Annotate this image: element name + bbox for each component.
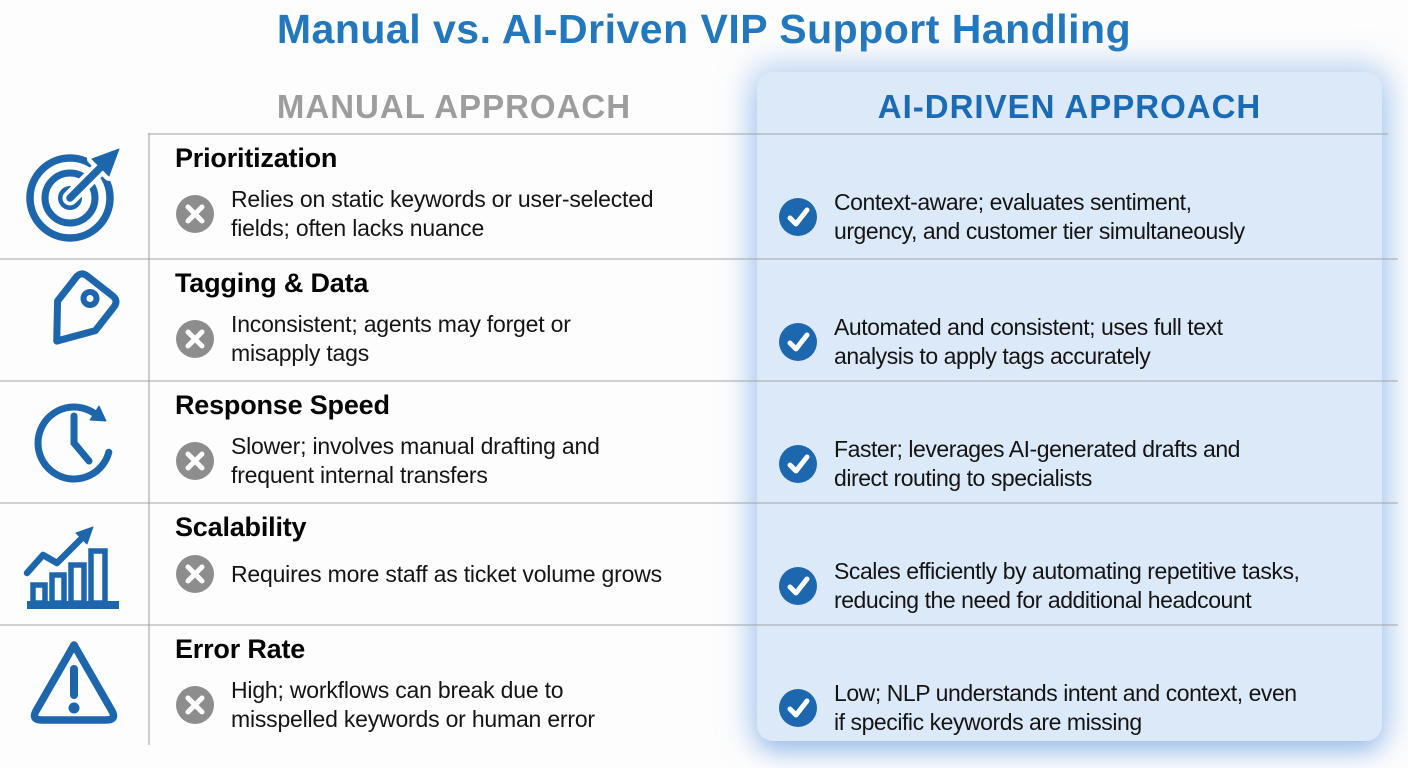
row-divider [0, 258, 1398, 260]
ai-point-text: Faster; leverages AI-generated drafts an… [834, 436, 1241, 491]
manual-point: Inconsistent; agents may forget or misap… [175, 310, 750, 368]
check-icon [778, 322, 818, 362]
row-title: Error Rate [175, 634, 306, 664]
check-icon [778, 566, 818, 606]
manual-point-text: Requires more staff as ticket volume gro… [231, 560, 662, 587]
x-icon [175, 685, 215, 725]
manual-point: Relies on static keywords or user-select… [175, 185, 750, 243]
row-divider [148, 133, 1388, 135]
clock-icon [0, 380, 148, 502]
ai-approach-panel [757, 72, 1382, 741]
ai-point: Context-aware; evaluates sentiment, urge… [778, 188, 1370, 246]
vertical-divider [148, 133, 150, 745]
manual-point: Requires more staff as ticket volume gro… [175, 554, 750, 594]
table-row: Scalability Requires more staff as ticke… [0, 502, 1408, 624]
manual-column-header: MANUAL APPROACH [276, 88, 632, 125]
row-title: Prioritization [175, 143, 338, 173]
x-icon [175, 554, 215, 594]
ai-point-text: Automated and consistent; uses full text… [834, 314, 1223, 369]
manual-point: High; workflows can break due to misspel… [175, 676, 750, 734]
ai-point-text: Context-aware; evaluates sentiment, urge… [834, 189, 1245, 244]
ai-point-text: Scales efficiently by automating repetit… [834, 558, 1300, 613]
ai-point: Faster; leverages AI-generated drafts an… [778, 435, 1370, 493]
check-icon [778, 688, 818, 728]
row-title: Tagging & Data [175, 268, 369, 298]
warning-icon [0, 624, 148, 746]
tag-icon [0, 258, 148, 380]
manual-point-text: Slower; involves manual drafting and fre… [231, 433, 600, 488]
row-divider [0, 624, 1398, 626]
x-icon [175, 194, 215, 234]
manual-point-text: Relies on static keywords or user-select… [231, 186, 654, 241]
page-title: Manual vs. AI-Driven VIP Support Handlin… [276, 6, 1132, 52]
row-divider [0, 380, 1398, 382]
ai-point: Automated and consistent; uses full text… [778, 313, 1370, 371]
x-icon [175, 441, 215, 481]
row-title: Response Speed [175, 390, 390, 420]
table-row: Response Speed Slower; involves manual d… [0, 380, 1408, 502]
growth-chart-icon [0, 502, 148, 624]
target-icon [0, 133, 148, 255]
table-row: Tagging & Data Inconsistent; agents may … [0, 258, 1408, 380]
ai-point: Scales efficiently by automating repetit… [778, 557, 1370, 615]
check-icon [778, 444, 818, 484]
check-icon [778, 197, 818, 237]
manual-point: Slower; involves manual drafting and fre… [175, 432, 750, 490]
table-row: Error Rate High; workflows can break due… [0, 624, 1408, 746]
row-divider [0, 502, 1398, 504]
ai-column-header: AI-DRIVEN APPROACH [877, 88, 1262, 125]
table-row: Prioritization Relies on static keywords… [0, 133, 1408, 255]
row-title: Scalability [175, 512, 307, 542]
manual-point-text: Inconsistent; agents may forget or misap… [231, 311, 571, 366]
ai-point: Low; NLP understands intent and context,… [778, 679, 1370, 737]
manual-point-text: High; workflows can break due to misspel… [231, 677, 595, 732]
x-icon [175, 319, 215, 359]
ai-point-text: Low; NLP understands intent and context,… [834, 680, 1297, 735]
